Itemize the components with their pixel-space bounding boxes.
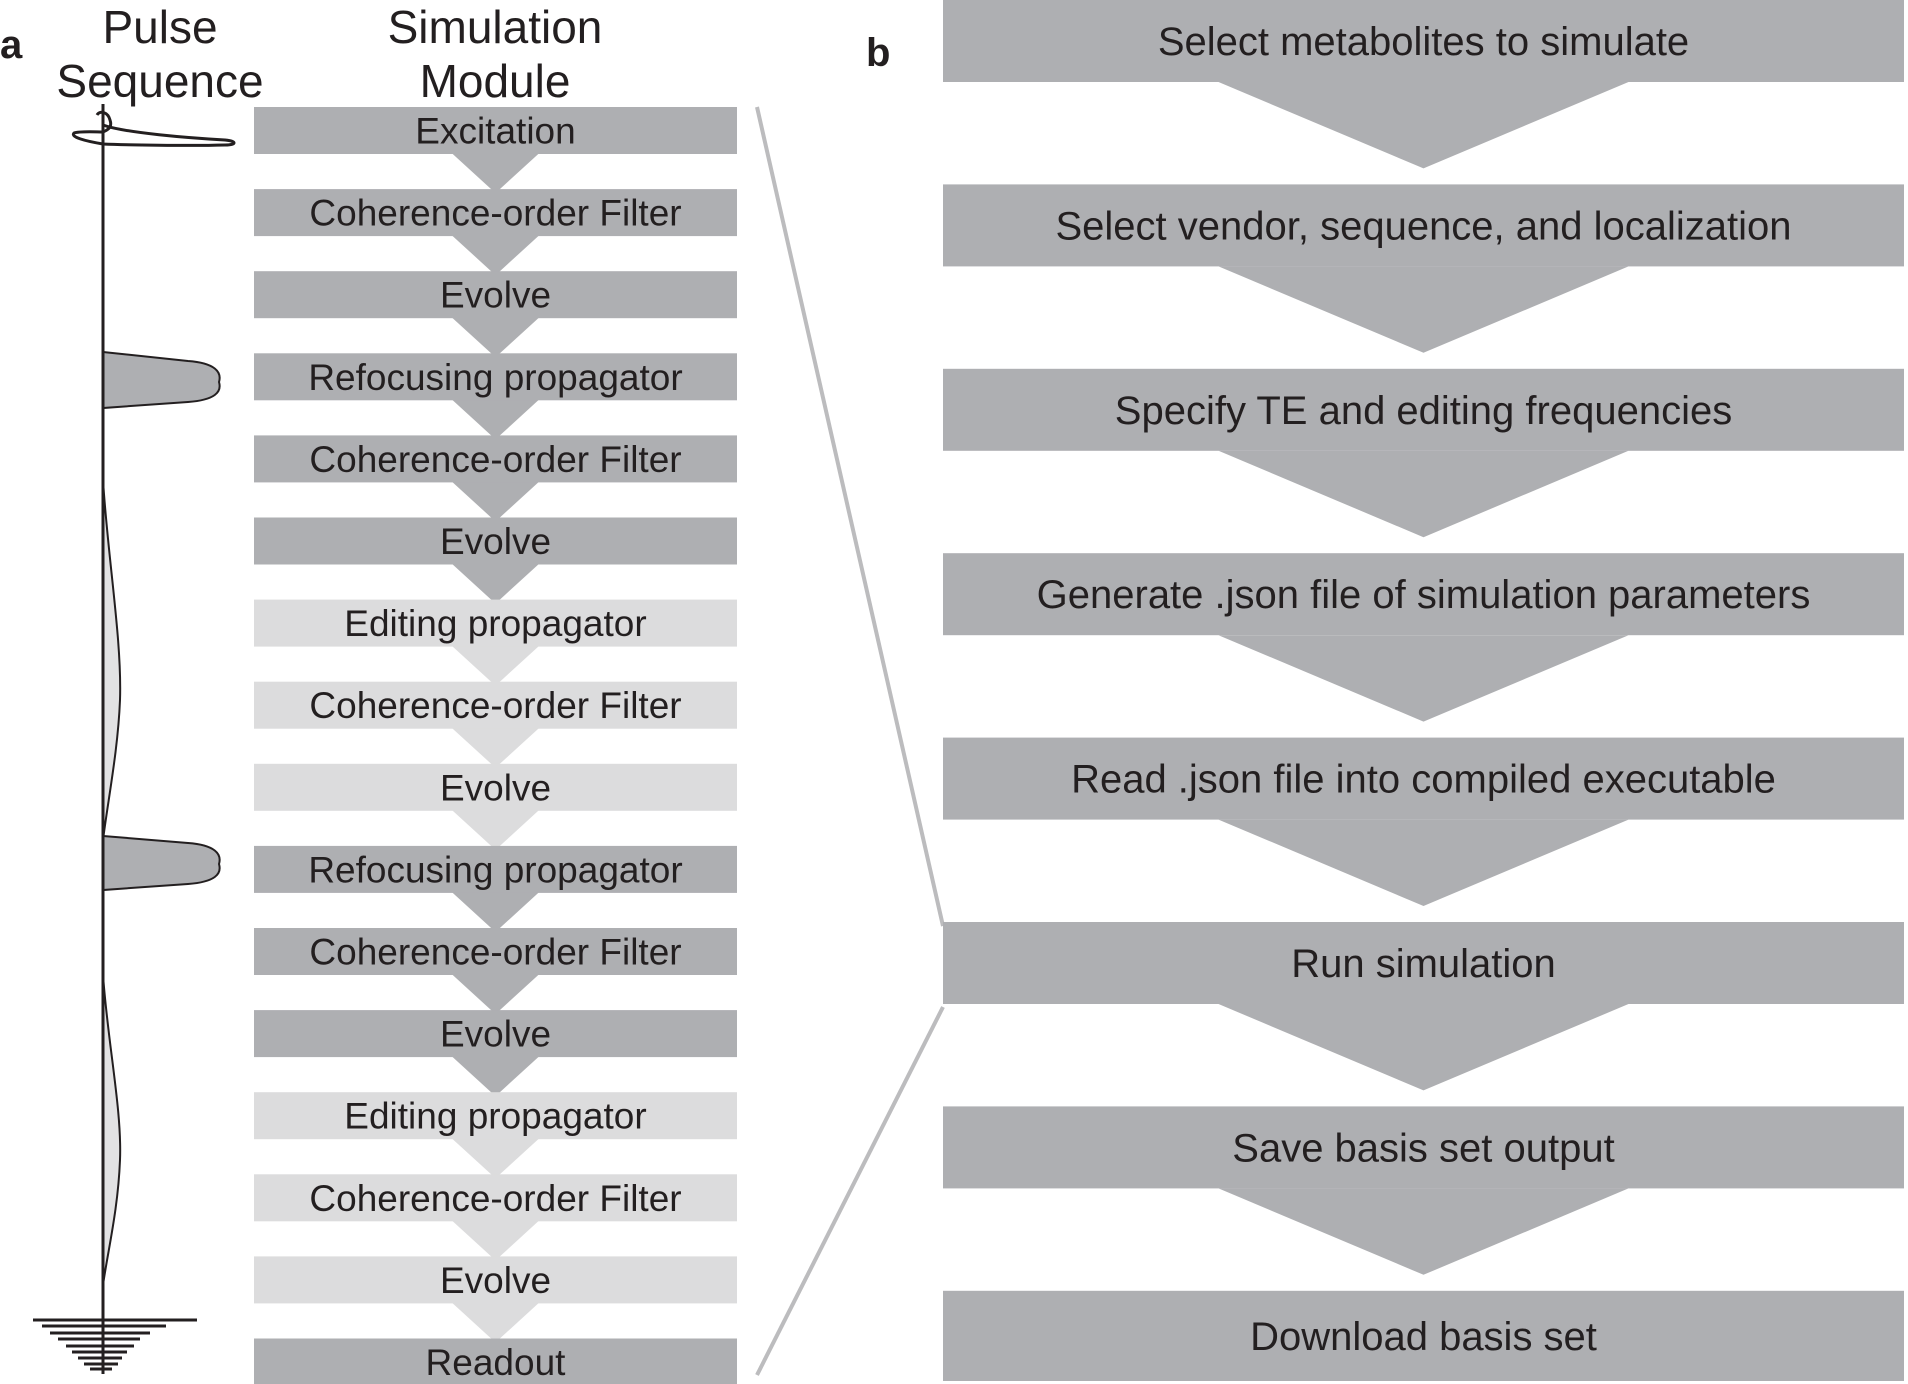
workflow-step-box (943, 368, 1904, 451)
module-arrow (450, 562, 541, 604)
module-box (254, 517, 737, 565)
workflow-step-label: Specify TE and editing frequencies (1115, 389, 1732, 433)
module-label: Refocusing propagator (308, 357, 682, 398)
module-box (254, 681, 737, 729)
expansion-line-top (755, 106, 945, 927)
workflow-step-label: Generate .json file of simulation parame… (1037, 573, 1811, 617)
module-label: Coherence-order Filter (309, 1178, 681, 1219)
module-label: Coherence-order Filter (309, 685, 681, 726)
workflow-step-label: Save basis set output (1232, 1126, 1614, 1170)
module-arrow (450, 808, 541, 850)
module-box (254, 1010, 737, 1058)
module-arrow (450, 1055, 541, 1097)
workflow-step-box (943, 184, 1904, 267)
workflow-arrow (1218, 635, 1629, 722)
module-box (254, 107, 737, 154)
workflow-arrow (1218, 266, 1629, 353)
module-label: Coherence-order Filter (309, 932, 681, 973)
module-arrow (450, 1137, 541, 1179)
workflow-step-box (943, 1106, 1904, 1189)
module-label: Excitation (415, 111, 575, 152)
module-box (254, 189, 737, 237)
module-arrow (450, 480, 541, 522)
workflow-arrow (1218, 82, 1629, 169)
workflow-step-label: Read .json file into compiled executable (1071, 758, 1776, 802)
editing-pulse-shape-2 (102, 974, 122, 1286)
module-arrow (450, 152, 541, 194)
workflow-step-label: Run simulation (1291, 942, 1556, 986)
module-box (254, 763, 737, 811)
module-arrow (450, 1219, 541, 1261)
module-arrow (450, 398, 541, 440)
module-box (254, 1092, 737, 1140)
readout-fid-signal (33, 1318, 197, 1371)
workflow-arrow (1218, 1004, 1629, 1091)
workflow-arrow (1218, 1188, 1629, 1275)
module-arrow (450, 890, 541, 932)
module-header-line-1: Simulation (388, 1, 603, 53)
module-label: Editing propagator (344, 1096, 646, 1137)
refocusing-pulse-shape-2 (102, 834, 221, 892)
module-label: Evolve (440, 1014, 551, 1055)
workflow-step-label: Select vendor, sequence, and localizatio… (1055, 204, 1791, 248)
module-label: Editing propagator (344, 603, 646, 644)
workflow-arrow (1218, 819, 1629, 906)
module-label: Evolve (440, 275, 551, 316)
module-label: Readout (426, 1342, 567, 1383)
module-box (254, 1256, 737, 1304)
excitation-pulse-shape (71, 110, 236, 147)
module-box (254, 353, 737, 401)
panel-a-letter: a (0, 23, 23, 67)
module-label: Coherence-order Filter (309, 439, 681, 480)
module-arrow (450, 1301, 541, 1343)
module-label: Evolve (440, 767, 551, 808)
module-box (254, 928, 737, 975)
module-box (254, 599, 737, 647)
editing-pulse-shape-1 (102, 479, 122, 841)
module-header-line-2: Module (420, 55, 571, 107)
workflow-step-box (943, 0, 1904, 82)
refocusing-pulse-shape-1 (102, 350, 221, 410)
workflow-step-box-expanded (943, 922, 1904, 1004)
module-arrow (450, 726, 541, 768)
module-label: Evolve (440, 521, 551, 562)
workflow-step-box (943, 553, 1904, 636)
module-arrow (450, 644, 541, 686)
module-arrow (450, 316, 541, 358)
workflow-arrow (1218, 450, 1629, 538)
module-box (254, 1338, 737, 1384)
pulse-header-line-2: Sequence (56, 55, 263, 107)
module-arrow (450, 973, 541, 1015)
module-arrow (450, 234, 541, 276)
module-box (254, 845, 737, 893)
pulse-header-line-1: Pulse (102, 1, 217, 53)
panel-b-letter: b (866, 31, 890, 75)
module-box (254, 435, 737, 483)
pulse-sequence-diagram (33, 104, 236, 1374)
module-label: Coherence-order Filter (309, 193, 681, 234)
workflow-step-box (943, 737, 1904, 820)
workflow-step-box (943, 1290, 1904, 1381)
module-box (254, 271, 737, 319)
workflow-step-label: Select metabolites to simulate (1158, 20, 1689, 64)
module-label: Evolve (440, 1260, 551, 1301)
module-box (254, 1174, 737, 1222)
module-label: Refocusing propagator (308, 849, 682, 890)
workflow-step-label: Download basis set (1250, 1315, 1597, 1359)
expansion-line-bottom (755, 1006, 945, 1376)
